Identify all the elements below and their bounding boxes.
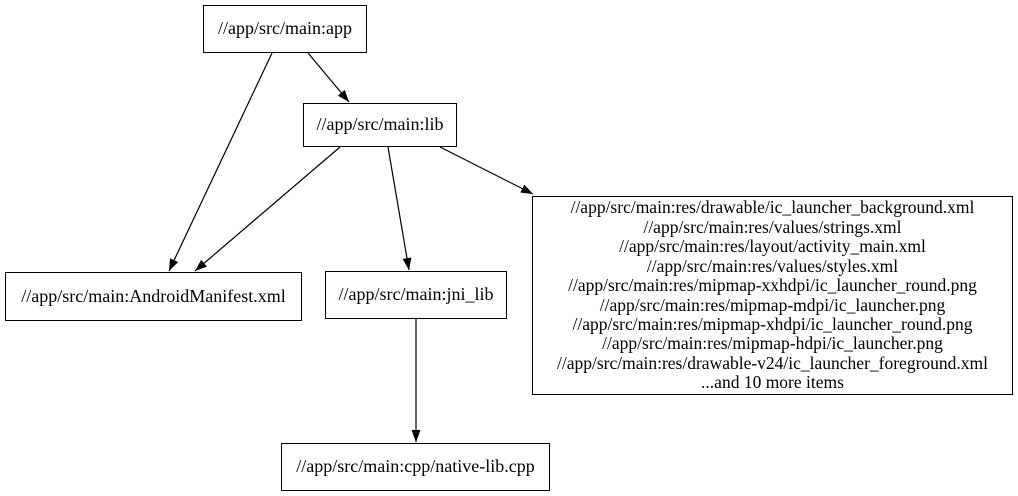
node-native-lib: //app/src/main:cpp/native-lib.cpp: [281, 443, 550, 491]
resource-line-more: ...and 10 more items: [701, 372, 844, 393]
node-jni-lib: //app/src/main:jni_lib: [325, 271, 507, 319]
edge-lib-to-jni-lib: [387, 146, 412, 271]
edge-app-to-lib: [307, 52, 350, 103]
node-android-manifest: //app/src/main:AndroidManifest.xml: [5, 272, 302, 321]
resource-line: //app/src/main:res/mipmap-xxhdpi/ic_laun…: [568, 275, 977, 296]
resource-line: //app/src/main:res/drawable/ic_launcher_…: [570, 197, 975, 218]
resource-line: //app/src/main:res/layout/activity_main.…: [619, 236, 926, 257]
resource-line: //app/src/main:res/mipmap-hdpi/ic_launch…: [602, 333, 943, 354]
node-native-lib-label: //app/src/main:cpp/native-lib.cpp: [296, 456, 535, 477]
node-lib-label: //app/src/main:lib: [316, 114, 444, 135]
node-resources: //app/src/main:res/drawable/ic_launcher_…: [532, 196, 1013, 395]
resource-line: //app/src/main:res/mipmap-mdpi/ic_launch…: [599, 294, 946, 315]
edge-lib-to-resources: [439, 146, 534, 195]
node-android-manifest-label: //app/src/main:AndroidManifest.xml: [21, 285, 286, 306]
node-app: //app/src/main:app: [203, 5, 367, 53]
resource-line: //app/src/main:res/values/styles.xml: [646, 255, 899, 276]
node-lib: //app/src/main:lib: [303, 103, 457, 147]
resource-line: //app/src/main:res/drawable-v24/ic_launc…: [556, 352, 989, 373]
edge-lib-to-android-manifest: [194, 146, 341, 272]
resource-line: //app/src/main:res/values/strings.xml: [643, 216, 902, 237]
edge-app-to-android-manifest: [168, 52, 273, 272]
resource-line: //app/src/main:res/mipmap-xhdpi/ic_launc…: [572, 313, 973, 334]
node-jni-lib-label: //app/src/main:jni_lib: [338, 284, 494, 305]
node-app-label: //app/src/main:app: [218, 18, 352, 39]
